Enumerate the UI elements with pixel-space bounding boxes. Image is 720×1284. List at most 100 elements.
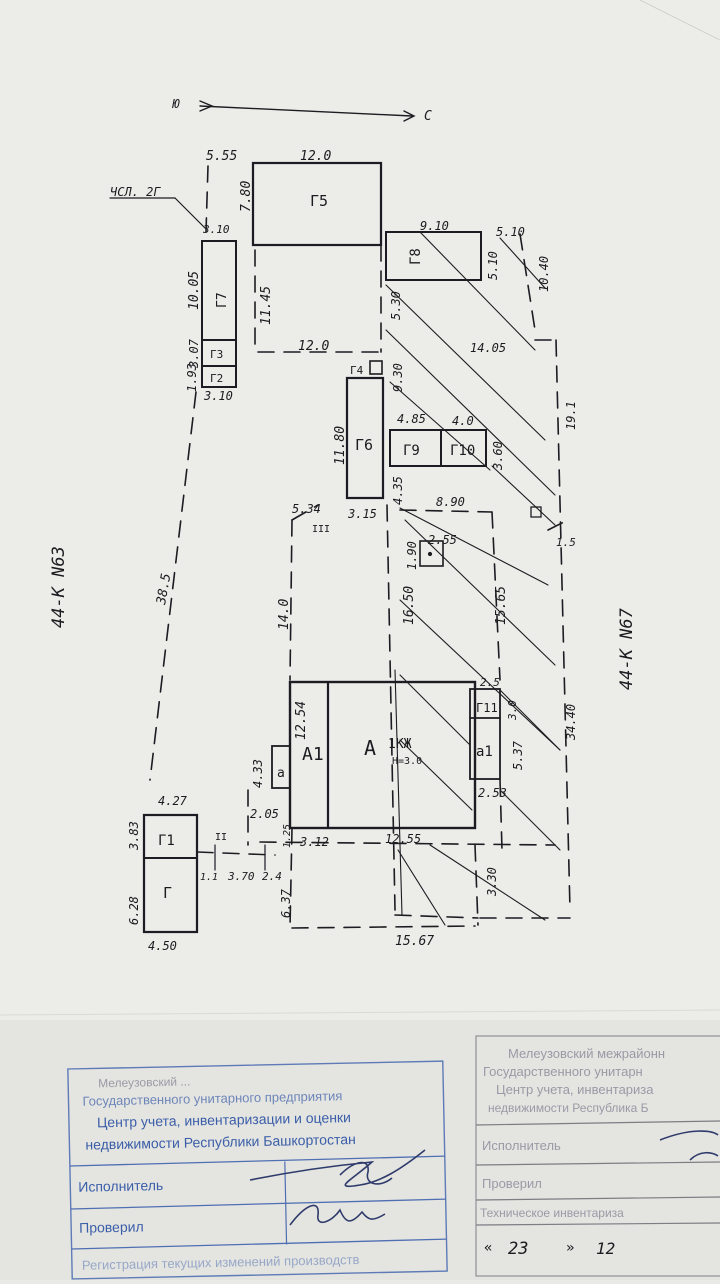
label-g11: Г11	[476, 701, 498, 715]
label-g10: Г10	[450, 443, 475, 459]
stamp-left: Мелеузовский ... Государственного унитар…	[67, 1060, 448, 1280]
stamp-left-registration: Регистрация текущих изменений производст…	[82, 1252, 360, 1273]
dim-10-05: 10.05	[187, 271, 202, 310]
stamp-left-line3: недвижимости Республики Башкортостан	[85, 1131, 356, 1153]
dim-14-05: 14.05	[470, 341, 506, 355]
dim-4-35: 4.35	[391, 476, 405, 505]
label-g9: Г9	[403, 443, 420, 459]
dim-11-80: 11.80	[333, 426, 348, 465]
fold-line	[0, 1009, 720, 1016]
neighbor-left-label: 44-К N63	[49, 546, 69, 628]
dim-2-4: 2.4	[262, 870, 282, 883]
dim-15-65: 15.65	[494, 586, 509, 625]
signature-right	[659, 1130, 719, 1161]
dim-3-0: 3.0	[506, 700, 519, 721]
dim-1-93: 1.93	[185, 363, 199, 392]
dim-3-10-bottom: 3.10	[203, 389, 233, 403]
stamp-right-date-month: 12	[596, 1239, 615, 1258]
stamp-right-date-open: «	[484, 1240, 492, 1256]
dim-3-12: 3.12	[299, 835, 329, 849]
dim-5-34: 5.34	[292, 502, 321, 516]
stamp-right-line3: Центр учета, инвентариза	[496, 1082, 654, 1097]
label-g: Г	[163, 884, 172, 902]
dim-34-40: 34.40	[564, 704, 578, 741]
stamp-right-executor: Исполнитель	[482, 1138, 561, 1153]
dim-12-0-mid: 12.0	[298, 339, 329, 354]
building-g1-g	[142, 813, 199, 934]
building-g8	[385, 231, 482, 281]
signature-executor	[249, 1149, 426, 1188]
dim-1-90: 1.90	[405, 541, 419, 570]
dim-14-0: 14.0	[277, 599, 292, 630]
compass-south-label: Ю	[172, 97, 180, 111]
stamp-right-checked: Проверил	[482, 1176, 542, 1191]
marker-iii: III	[312, 524, 330, 535]
dim-6-37: 6.37	[279, 888, 293, 918]
dim-1-1: 1.1	[200, 872, 218, 883]
dim-19-1: 19.1	[564, 401, 578, 430]
dim-4-33: 4.33	[251, 759, 265, 788]
stamp-right-date-day: 23	[508, 1239, 528, 1259]
stamp-left-checked: Проверил	[79, 1218, 144, 1235]
dim-9-30: 9.30	[391, 363, 405, 392]
dim-11-45: 11.45	[259, 286, 274, 325]
building-g11-a1	[469, 688, 501, 780]
well	[419, 540, 444, 567]
dim-3-60: 3.60	[491, 441, 505, 471]
label-g8: Г8	[408, 248, 424, 265]
stamp-left-executor: Исполнитель	[78, 1177, 163, 1195]
label-g7: Г7	[215, 292, 230, 308]
plot-boundary	[149, 165, 571, 929]
dim-4-50: 4.50	[148, 939, 177, 953]
dim-8-90: 8.90	[436, 495, 465, 509]
dim-5-10-top: 5.10	[496, 225, 525, 239]
signature-checker	[289, 1204, 386, 1226]
dim-7-80: 7.80	[239, 181, 254, 212]
dim-38-5: 38.5	[154, 572, 174, 607]
stamp-left-line2: Центр учета, инвентаризации и оценки	[97, 1109, 351, 1130]
dim-12-0-top: 12.0	[300, 149, 331, 164]
dim-3-15: 3.15	[347, 507, 377, 521]
building-g9-g10	[389, 429, 487, 467]
dim-12-55: 12.55	[385, 832, 421, 846]
dim-1-25: 1.25	[282, 824, 293, 848]
dim-2-55: 2.55	[428, 533, 457, 547]
stamp-right-date-close: »	[566, 1240, 574, 1256]
stamp-left-line0: Мелеузовский ...	[98, 1074, 191, 1090]
dim-4-27: 4.27	[158, 794, 188, 808]
marker-ii: II	[215, 832, 227, 843]
dim-5-30: 5.30	[389, 291, 403, 320]
stamp-right: Мелеузовский межрайонн Государственного …	[475, 1035, 720, 1277]
dim-10-40: 10.40	[537, 256, 551, 292]
compass-arrowhead-icon	[199, 100, 214, 112]
compass-north-label: С	[424, 109, 432, 124]
building-a-small	[271, 745, 291, 789]
building-g6	[345, 376, 385, 500]
dim-9-10: 9.10	[420, 219, 449, 233]
label-g5: Г5	[310, 192, 328, 210]
dim-3-30: 3.30	[485, 867, 499, 897]
label-a1-left: А1	[302, 744, 324, 765]
dim-4-0: 4.0	[452, 414, 474, 428]
dim-2-53: 2.53	[478, 786, 507, 800]
label-a-main: А	[364, 736, 376, 760]
fold-line	[639, 0, 720, 41]
dim-15-67: 15.67	[395, 934, 434, 949]
dim-2-5: 2.5	[480, 676, 500, 689]
building-g4	[369, 360, 383, 375]
dim-3-83: 3.83	[127, 821, 141, 851]
compass-line	[199, 105, 413, 117]
dim-16-50: 16.50	[402, 586, 417, 625]
dim-5-55: 5.55	[206, 149, 237, 164]
hatching	[385, 231, 561, 926]
stamp-right-tech: Техническое инвентариза	[480, 1206, 624, 1220]
dim-6-28: 6.28	[127, 896, 141, 925]
label-g4: Г4	[350, 364, 364, 377]
label-g1: Г1	[158, 833, 175, 849]
stamp-right-line2: Государственного унитарн	[483, 1064, 643, 1079]
label-isl: ЧСЛ. 2Г	[110, 185, 161, 199]
label-g6: Г6	[355, 436, 373, 454]
label-a-material: 1КЖ	[388, 737, 412, 752]
neighbor-right-label: 44-К N67	[617, 607, 637, 690]
